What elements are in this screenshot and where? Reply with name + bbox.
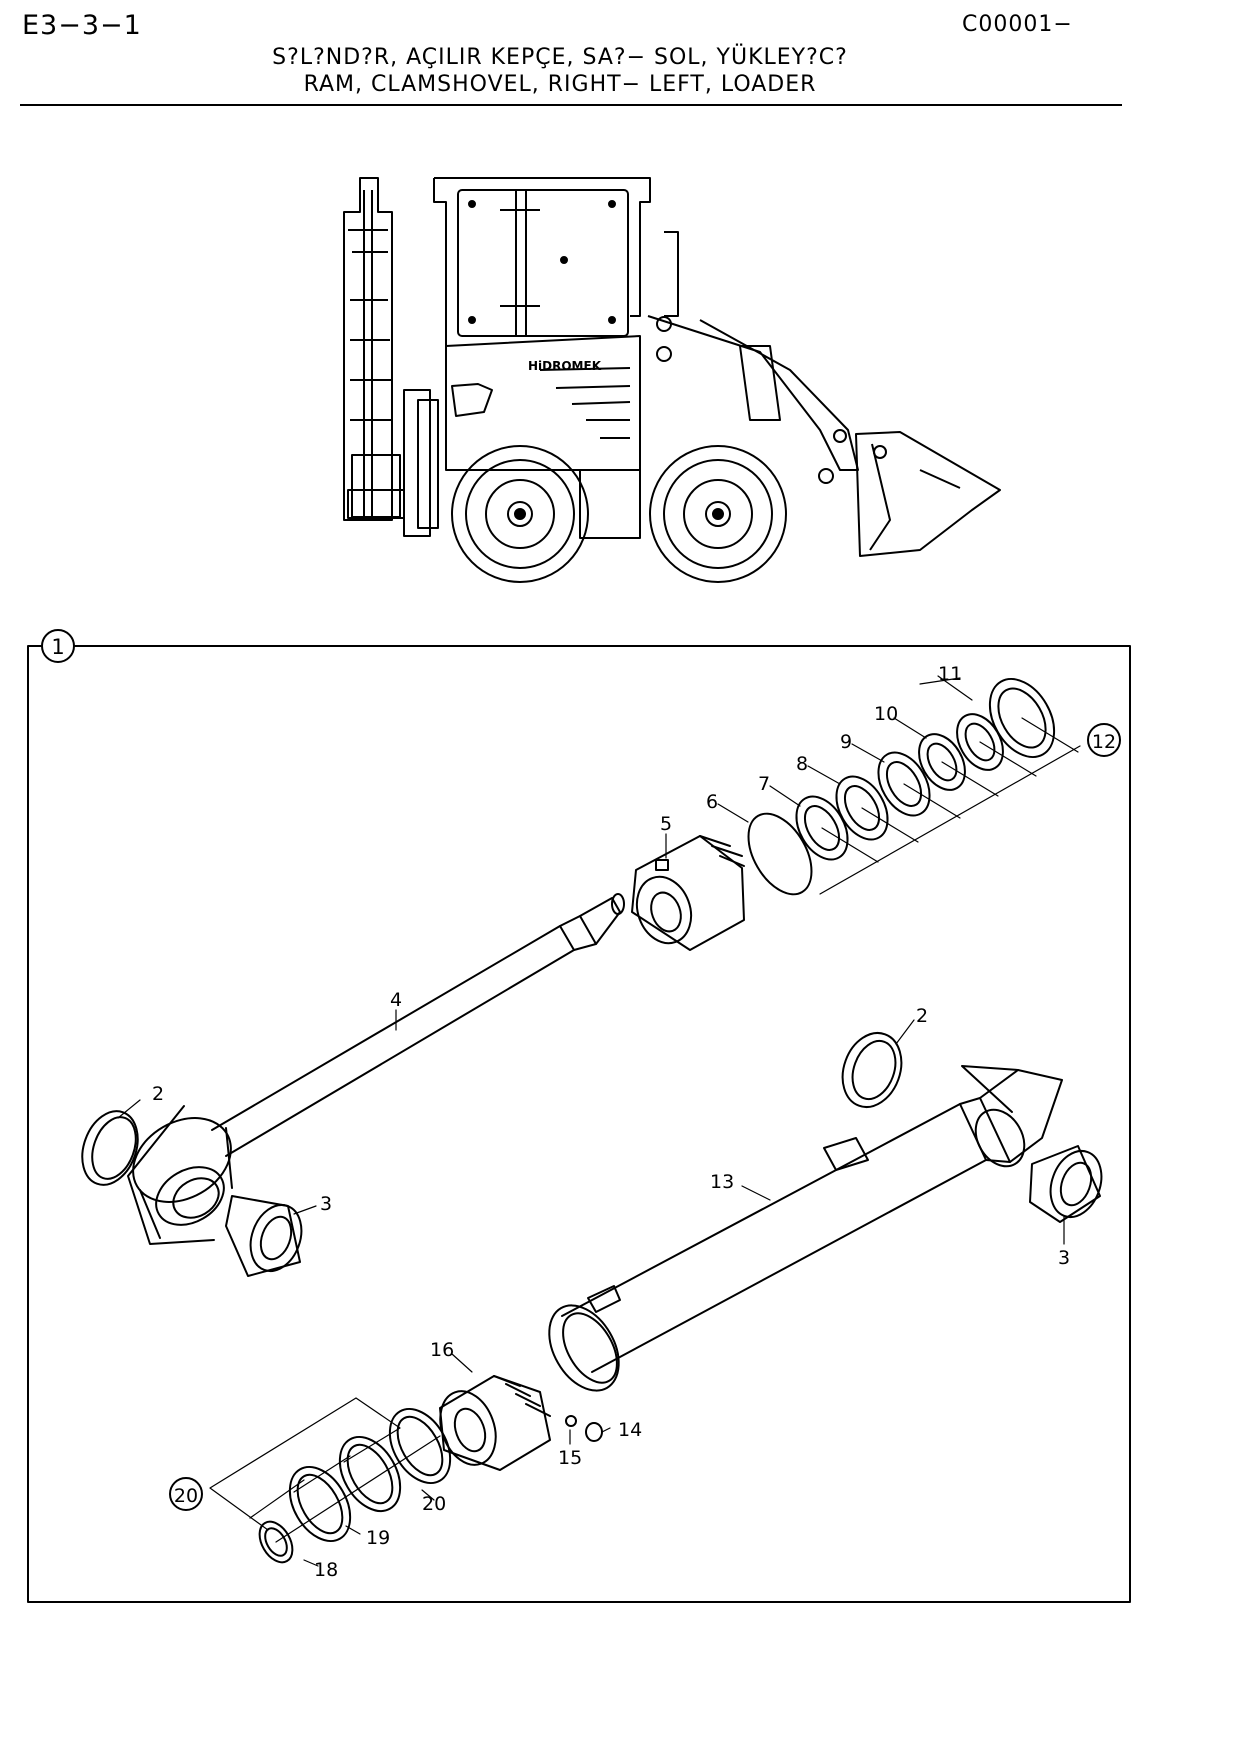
wiper-ring-left (81, 1110, 139, 1186)
page-code: E3−3−1 (22, 10, 142, 41)
label-part-8: 8 (796, 753, 808, 775)
label-part-3-right: 3 (1058, 1247, 1070, 1269)
leader-lines (117, 675, 1065, 1567)
bushing-right (1029, 1145, 1103, 1223)
label-part-2: 2 (152, 1083, 164, 1105)
label-part-3: 3 (320, 1193, 332, 1215)
ball (565, 1415, 577, 1427)
gland-seals (747, 678, 1056, 896)
label-part-5: 5 (660, 813, 672, 835)
label-part-10: 10 (874, 703, 898, 725)
label-part-9: 9 (840, 731, 852, 753)
bushing-left (225, 1195, 303, 1277)
label-part-20: 20 (422, 1493, 446, 1515)
title-turkish: S?L?ND?R, AÇILIR KEPÇE, SA?− SOL, YÜKLEY… (272, 45, 848, 70)
gland (631, 835, 745, 951)
label-part-2-right: 2 (916, 1005, 928, 1027)
label-part-18: 18 (314, 1559, 338, 1581)
piston-seals (258, 1408, 452, 1564)
document-code: C00001− (962, 12, 1073, 37)
label-part-16: 16 (430, 1339, 454, 1361)
kit-callout-12: 12 (1092, 731, 1116, 753)
label-part-4: 4 (390, 989, 402, 1011)
piston-rod (127, 893, 625, 1245)
header-rule (20, 104, 1122, 106)
callout-1: 1 (51, 635, 64, 659)
label-part-11: 11 (938, 663, 962, 685)
piston (439, 1375, 551, 1471)
set-screw (585, 1422, 603, 1442)
label-part-15: 15 (558, 1447, 582, 1469)
label-part-19: 19 (366, 1527, 390, 1549)
title-english: RAM, CLAMSHOVEL, RIGHT− LEFT, LOADER (303, 72, 817, 97)
assembly-frame (27, 645, 1131, 1603)
label-part-6: 6 (706, 791, 718, 813)
label-part-7: 7 (758, 773, 770, 795)
label-part-14: 14 (618, 1419, 642, 1441)
label-part-13: 13 (710, 1171, 734, 1193)
wiper-ring-right (841, 1032, 903, 1108)
kit-callout-20: 20 (174, 1485, 198, 1507)
cylinder-barrel (548, 1065, 1063, 1392)
